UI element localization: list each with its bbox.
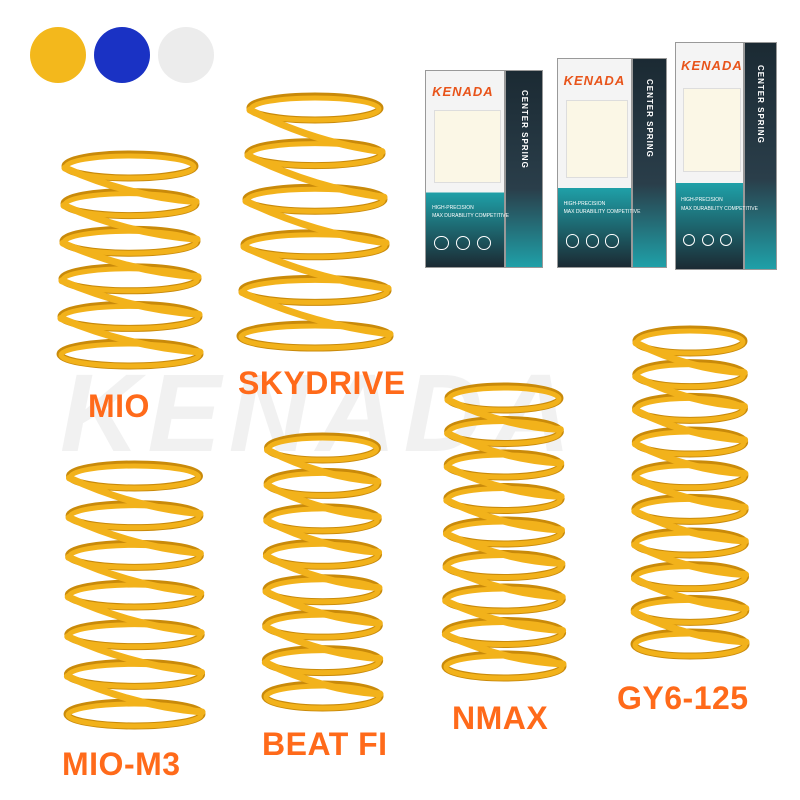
spring-label-gy6-125: GY6-125 [617,680,749,716]
box-feature-icon [701,233,714,246]
box-feature-icon [476,236,492,251]
spring-beat-fi [261,432,384,712]
box-title: CENTER SPRING [755,64,765,144]
spring-skydrive [236,92,394,352]
box-side-panel [631,58,667,268]
box-title: CENTER SPRING [644,79,654,158]
box-tagline-1: HIGH-PRECISION [432,204,474,211]
box-feature-icon [605,234,619,248]
spring-label-beat-fi: BEAT FI [262,726,388,762]
spring-label-mio-m3: MIO-M3 [62,746,181,782]
spring-gy6-125 [630,325,750,660]
box-title: CENTER SPRING [519,89,529,169]
box-feature-icon [455,236,470,251]
box-feature-icon [565,234,579,248]
box-tagline-2: MAX DURABILITY COMPETITIVE [432,212,509,219]
spring-mio [56,150,204,370]
box-brand-logo: KENADA [681,57,743,73]
box-window [683,87,742,172]
box-window [434,109,502,183]
spring-label-mio: MIO [88,388,150,424]
box-brand-logo: KENADA [563,72,626,88]
box-side-panel [505,70,543,268]
spring-label-skydrive: SKYDRIVE [238,365,406,401]
box-window [565,100,629,178]
box-tagline-2: MAX DURABILITY COMPETITIVE [563,209,641,216]
box-tagline-1: HIGH-PRECISION [563,200,606,207]
color-swatch-yellow[interactable] [30,27,86,83]
spring-label-nmax: NMAX [452,700,549,736]
box-feature-icon [683,233,696,246]
product-box-3: KENADA CENTER SPRING HIGH-PRECISION MAX DUR… [675,42,777,270]
box-tagline-1: HIGH-PRECISION [681,197,723,204]
color-swatch-blue[interactable] [94,27,150,83]
spring-nmax [441,382,567,682]
box-tagline-2: MAX DURABILITY COMPETITIVE [681,206,758,213]
color-swatch-white[interactable] [158,27,214,83]
box-feature-icon [719,233,733,246]
box-side-panel [744,42,777,270]
product-box-2: KENADA CENTER SPRING HIGH-PRECISION MAX DUR… [557,58,667,268]
box-feature-icon [585,234,599,248]
spring-mio-m3 [63,460,206,730]
box-feature-icon [434,236,449,251]
box-brand-logo: KENADA [432,83,494,99]
